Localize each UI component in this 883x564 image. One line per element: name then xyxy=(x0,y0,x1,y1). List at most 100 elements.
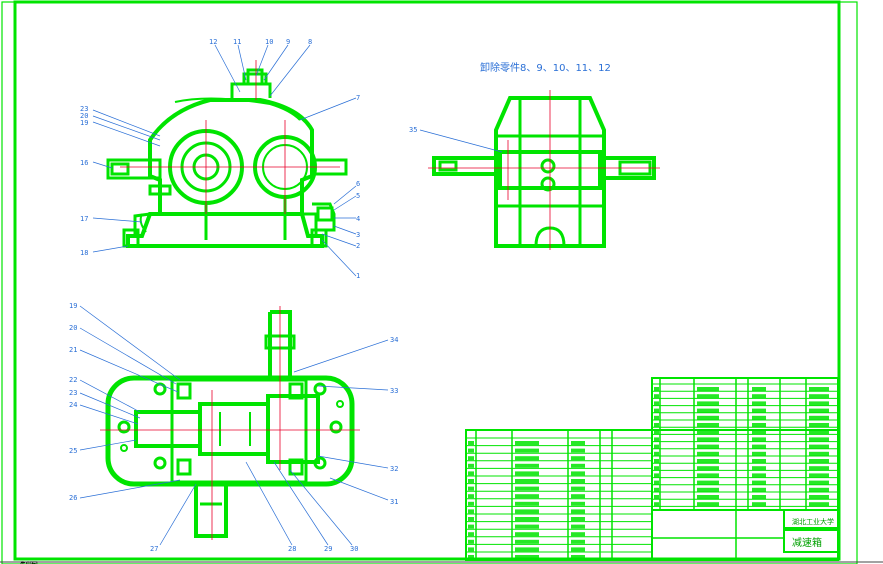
parts-list: 湖北工业大学 减速箱 xyxy=(465,377,839,561)
parts-list-cell-text xyxy=(515,509,539,514)
parts-list-cell-text xyxy=(752,415,766,420)
parts-list-cell-text xyxy=(809,401,829,406)
parts-list-cell-text xyxy=(515,463,539,468)
parts-list-cell-text xyxy=(752,408,766,413)
label-5: 5 xyxy=(356,192,360,200)
parts-list-cell-text xyxy=(654,459,659,463)
parts-list-cell-text xyxy=(697,459,719,463)
parts-list-cell-text xyxy=(654,415,659,420)
label-23: 23 xyxy=(80,105,88,113)
label-6: 6 xyxy=(356,180,360,188)
parts-list-cell-text xyxy=(468,532,474,537)
removal-note: 卸除零件8、9、10、11、12 xyxy=(480,61,611,74)
parts-list-cell-text xyxy=(654,487,659,492)
label-28: 28 xyxy=(288,545,296,553)
parts-list-cell-text xyxy=(809,415,829,420)
parts-list-cell-text xyxy=(571,486,585,491)
label-35: 35 xyxy=(409,126,417,134)
parts-list-cell-text xyxy=(571,501,585,506)
label-31: 31 xyxy=(390,498,398,506)
label-12: 12 xyxy=(209,38,217,46)
parts-list-cell-text xyxy=(515,501,539,506)
label-26: 26 xyxy=(69,494,77,502)
parts-list-cell-text xyxy=(809,408,829,413)
label-22: 22 xyxy=(69,376,77,384)
parts-list-cell-text xyxy=(697,394,719,399)
parts-list-cell-text xyxy=(515,471,539,476)
label-23b: 23 xyxy=(69,389,77,397)
parts-list-cell-text xyxy=(654,394,659,399)
parts-list-cell-text xyxy=(752,444,766,449)
parts-list-cell-text xyxy=(697,451,719,456)
parts-list-cell-text xyxy=(515,494,539,499)
parts-list-cell-text xyxy=(468,441,474,445)
parts-list-cell-text xyxy=(468,547,474,552)
parts-list-cell-text xyxy=(654,444,659,449)
parts-list-cell-text xyxy=(571,441,585,445)
parts-list-cell-text xyxy=(752,480,766,485)
top-view xyxy=(100,306,360,540)
front-view xyxy=(106,60,348,248)
parts-list-cell-text xyxy=(697,430,719,435)
parts-list-cell-text xyxy=(468,463,474,468)
label-19b: 19 xyxy=(69,302,77,310)
label-18: 18 xyxy=(80,249,88,257)
parts-list-cell-text xyxy=(752,437,766,442)
label-11: 11 xyxy=(233,38,241,46)
label-24: 24 xyxy=(69,401,77,409)
parts-list-cell-text xyxy=(468,494,474,499)
label-27: 27 xyxy=(150,545,158,553)
parts-list-cell-text xyxy=(697,502,719,507)
parts-list-cell-text xyxy=(654,495,659,499)
parts-list-cell-text xyxy=(654,430,659,435)
parts-list-cell-text xyxy=(809,502,829,507)
parts-list-cell-text xyxy=(468,517,474,521)
parts-list-cell-text xyxy=(654,473,659,478)
parts-list-cell-text xyxy=(697,401,719,406)
parts-list-cell-text xyxy=(697,415,719,420)
parts-list-cell-text xyxy=(752,495,766,499)
label-25: 25 xyxy=(69,447,77,455)
parts-list-cell-text xyxy=(571,479,585,483)
parts-list-cell-text xyxy=(697,444,719,449)
parts-list-cell-text xyxy=(515,532,539,537)
outer-frame xyxy=(1,1,858,564)
parts-list-cell-text xyxy=(571,555,585,559)
parts-list-cell-text xyxy=(809,480,829,485)
parts-list-cell-text xyxy=(515,456,539,461)
parts-list-cell-text xyxy=(468,479,474,483)
parts-list-cell-text xyxy=(752,466,766,471)
parts-list-cell-text xyxy=(809,451,829,456)
label-34: 34 xyxy=(390,336,398,344)
parts-list-cell-text xyxy=(697,480,719,485)
parts-list-cell-text xyxy=(571,463,585,468)
parts-list-cell-text xyxy=(697,423,719,427)
parts-list-cell-text xyxy=(515,441,539,445)
inner-frame xyxy=(13,0,841,561)
parts-list-cell-text xyxy=(752,487,766,492)
parts-list-cell-text xyxy=(752,394,766,399)
drawing-name: 减速箱 xyxy=(792,536,822,549)
parts-list-cell-text xyxy=(515,479,539,483)
parts-list-cell-text xyxy=(809,473,829,478)
parts-list-cell-text xyxy=(697,495,719,499)
label-1: 1 xyxy=(356,272,360,280)
parts-list-cell-text xyxy=(752,423,766,427)
parts-list-cell-text xyxy=(468,448,474,453)
parts-list-cell-text xyxy=(571,494,585,499)
parts-list-cell-text xyxy=(697,408,719,413)
label-3: 3 xyxy=(356,231,360,239)
parts-list-cell-text xyxy=(468,486,474,491)
parts-list-cell-text xyxy=(752,401,766,406)
parts-list-cell-text xyxy=(515,539,539,544)
parts-list-cell-text xyxy=(752,459,766,463)
parts-list-cell-text xyxy=(654,387,659,391)
parts-list-cell-text xyxy=(752,430,766,435)
parts-list-cell-text xyxy=(752,502,766,507)
school-name: 湖北工业大学 xyxy=(792,517,834,526)
parts-list-cell-text xyxy=(571,532,585,537)
parts-list-cell-text xyxy=(468,524,474,529)
parts-list-cell-text xyxy=(697,473,719,478)
parts-list-cell-text xyxy=(809,487,829,492)
parts-list-cell-text xyxy=(809,437,829,442)
